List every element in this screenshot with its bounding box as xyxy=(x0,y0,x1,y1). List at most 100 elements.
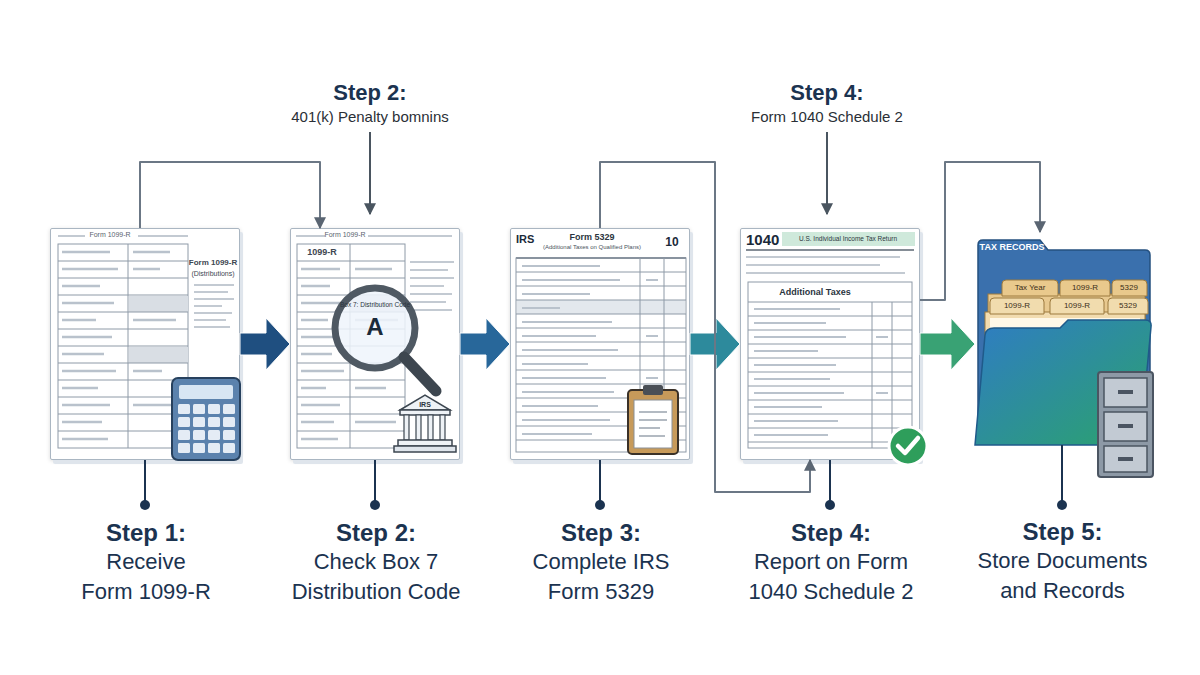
leader-dot xyxy=(370,500,380,510)
clipboard-icon xyxy=(628,390,678,454)
step-description: Complete IRS Form 5329 xyxy=(516,547,686,607)
leader-dot xyxy=(825,500,835,510)
step-caption: Step 4:Report on Form 1040 Schedule 2 xyxy=(741,519,921,607)
form-text: TAX RECORDS xyxy=(980,242,1045,252)
step-heading: Step 5: xyxy=(970,518,1155,546)
form-grid xyxy=(58,244,188,448)
step-heading: Step 3: xyxy=(516,519,686,547)
step-description: Report on Form 1040 Schedule 2 xyxy=(741,547,921,607)
callout-label: Step 4: xyxy=(790,80,863,105)
text-bars xyxy=(296,235,452,237)
calculator-icon xyxy=(172,378,240,460)
form-text: (Additional Taxes on Qualified Plans) xyxy=(543,244,641,251)
header-band xyxy=(782,232,915,246)
text-bars xyxy=(754,309,888,435)
form-text: 1099-R xyxy=(1072,283,1098,292)
edge-group xyxy=(920,318,975,370)
folder-tabs xyxy=(1002,280,1147,296)
step-description: Receive Form 1099-R xyxy=(80,547,212,607)
leader-dot xyxy=(595,500,605,510)
caption-leader xyxy=(145,445,1062,505)
form-text: IRS xyxy=(516,233,534,246)
building-base xyxy=(398,440,452,446)
building-columns xyxy=(404,415,445,440)
form-text: Form 1099-R xyxy=(189,258,237,267)
edge-group xyxy=(600,162,810,492)
connector-line xyxy=(600,162,810,492)
form-text: Form 5329 xyxy=(569,232,614,242)
step-heading: Step 1: xyxy=(80,519,212,547)
form-text: A xyxy=(366,313,383,341)
form-text: Form 1099-R xyxy=(324,231,365,239)
form-grid xyxy=(516,258,686,452)
filing-cabinet xyxy=(1098,372,1153,477)
step-caption: Step 3:Complete IRS Form 5329 xyxy=(516,519,686,607)
magnifier-handle xyxy=(404,357,436,391)
callout-label: Step 2: xyxy=(333,80,406,105)
cabinet-handles xyxy=(1118,390,1133,461)
step-description: Store Documents and Records xyxy=(970,546,1155,606)
step-caption: Step 2:Check Box 7 Distribution Code xyxy=(286,519,466,607)
callout-label: 401(k) Penalty bomnins xyxy=(291,108,449,125)
text-bars xyxy=(746,257,905,273)
callout-arrow xyxy=(369,132,371,214)
form-text: (Distributions) xyxy=(191,270,234,278)
callout-label: Form 1040 Schedule 2 xyxy=(751,108,903,125)
leader-dot xyxy=(1057,500,1067,510)
calculator-keys xyxy=(177,403,237,455)
folder-tabs xyxy=(990,298,1148,314)
form-text: IRS xyxy=(419,401,431,409)
step-heading: Step 4: xyxy=(741,519,921,547)
form-text: 1099-R xyxy=(307,247,337,257)
text-bars xyxy=(194,285,234,327)
form-text: U.S. Individual Income Tax Return xyxy=(799,235,897,242)
check-mark xyxy=(898,438,918,453)
form-text: Form 1099-R xyxy=(89,231,130,239)
form-grid xyxy=(58,244,188,448)
text-bars xyxy=(62,252,176,439)
form-grid xyxy=(748,302,912,448)
form-text: 5329 xyxy=(1119,301,1137,310)
building-base xyxy=(394,446,456,452)
clipboard-clip xyxy=(643,385,663,395)
shaded-cell xyxy=(129,296,188,312)
connector-line xyxy=(140,162,320,228)
edge-group xyxy=(460,318,510,370)
form-text: 1040 xyxy=(746,231,779,248)
edge-group xyxy=(240,318,290,370)
step-caption: Step 5:Store Documents and Records xyxy=(970,518,1155,606)
process-arrow xyxy=(920,318,975,370)
process-arrow xyxy=(240,318,290,370)
check-badge xyxy=(889,427,927,465)
leader-dot xyxy=(140,500,150,510)
edge-group xyxy=(140,162,320,228)
clipboard-paper xyxy=(634,400,672,448)
callout-arrow xyxy=(826,132,828,214)
step-heading: Step 2: xyxy=(286,519,466,547)
form-grid xyxy=(516,258,686,452)
building-roof xyxy=(400,395,450,410)
form-text: 10 xyxy=(665,236,678,250)
step-description: Check Box 7 Distribution Code xyxy=(286,547,466,607)
connector-line xyxy=(920,162,1040,300)
form-text: Additional Taxes xyxy=(779,287,850,297)
form-text: 1099-R xyxy=(1064,301,1090,310)
header-rule xyxy=(746,249,914,251)
building-beam xyxy=(400,410,450,415)
calculator-screen xyxy=(179,385,233,399)
step-caption: Step 1:Receive Form 1099-R xyxy=(80,519,212,607)
edge-group xyxy=(920,162,1040,300)
form-text: 1099-R xyxy=(1004,301,1030,310)
process-arrow xyxy=(460,318,510,370)
schedule-box xyxy=(748,282,912,448)
text-bars xyxy=(410,262,454,310)
cabinet-drawers xyxy=(1104,378,1147,472)
form-text: Box 7: Distribution Code xyxy=(340,301,410,308)
form-text: 5329 xyxy=(1120,283,1138,292)
form-text: Tax Year xyxy=(1015,283,1046,292)
shaded-cell xyxy=(129,347,188,363)
